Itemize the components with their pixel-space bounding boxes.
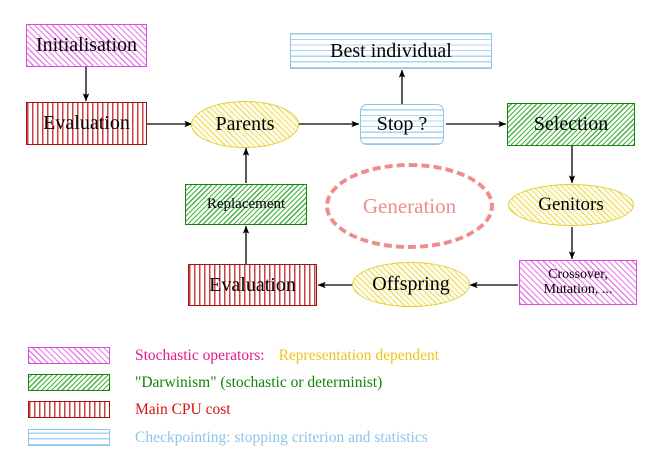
legend-row-stochastic-operators: Stochastic operators: Representation dep… bbox=[28, 346, 439, 365]
legend-label-main-cpu-cost: Main CPU cost bbox=[135, 400, 231, 418]
legend: Stochastic operators: Representation dep… bbox=[0, 340, 662, 471]
legend-swatch-magenta-diagonal-hatch bbox=[28, 347, 110, 364]
node-generation: Generation bbox=[325, 163, 494, 249]
node-initialisation[interactable]: Initialisation bbox=[26, 24, 147, 67]
node-best-individual-label: Best individual bbox=[330, 39, 452, 62]
legend-label-representation-dependent: Representation dependent bbox=[278, 346, 440, 364]
legend-label-darwinism: "Darwinism" (stochastic or determinist) bbox=[135, 373, 383, 391]
node-selection-label: Selection bbox=[533, 113, 609, 135]
node-genitors-label: Genitors bbox=[538, 194, 604, 216]
node-parents-label: Parents bbox=[215, 113, 275, 135]
legend-label-checkpointing: Checkpointing: stopping criterion and st… bbox=[135, 428, 428, 446]
node-crossover-mutation[interactable]: Crossover, Mutation, ... bbox=[519, 260, 637, 305]
node-replacement-label: Replacement bbox=[206, 195, 286, 212]
node-genitors[interactable]: Genitors bbox=[508, 184, 634, 226]
legend-label-stochastic-operators: Stochastic operators: bbox=[135, 346, 265, 364]
legend-swatch-green-diagonal-hatch bbox=[28, 374, 110, 391]
node-replacement[interactable]: Replacement bbox=[185, 184, 307, 225]
node-generation-label: Generation bbox=[362, 193, 457, 218]
legend-row-main-cpu-cost: Main CPU cost bbox=[28, 400, 231, 419]
node-stop[interactable]: Stop ? bbox=[360, 104, 444, 145]
legend-row-checkpointing: Checkpointing: stopping criterion and st… bbox=[28, 428, 428, 447]
node-offspring-label: Offspring bbox=[372, 273, 450, 295]
node-offspring[interactable]: Offspring bbox=[352, 262, 470, 307]
node-evaluation-bottom[interactable]: Evaluation bbox=[188, 264, 317, 306]
node-initialisation-label: Initialisation bbox=[35, 34, 138, 56]
legend-row-darwinism: "Darwinism" (stochastic or determinist) bbox=[28, 373, 382, 392]
node-evaluation-top[interactable]: Evaluation bbox=[26, 102, 147, 145]
node-evaluation-top-label: Evaluation bbox=[43, 112, 130, 134]
node-best-individual[interactable]: Best individual bbox=[290, 33, 492, 69]
node-stop-label: Stop ? bbox=[376, 113, 428, 135]
node-selection[interactable]: Selection bbox=[507, 103, 635, 146]
node-parents[interactable]: Parents bbox=[191, 101, 299, 148]
node-evaluation-bottom-label: Evaluation bbox=[209, 273, 296, 296]
legend-swatch-red-vertical-hatch bbox=[28, 401, 110, 418]
legend-swatch-blue-horizontal-hatch bbox=[28, 429, 110, 446]
node-crossover-mutation-label: Crossover, Mutation, ... bbox=[543, 266, 613, 297]
